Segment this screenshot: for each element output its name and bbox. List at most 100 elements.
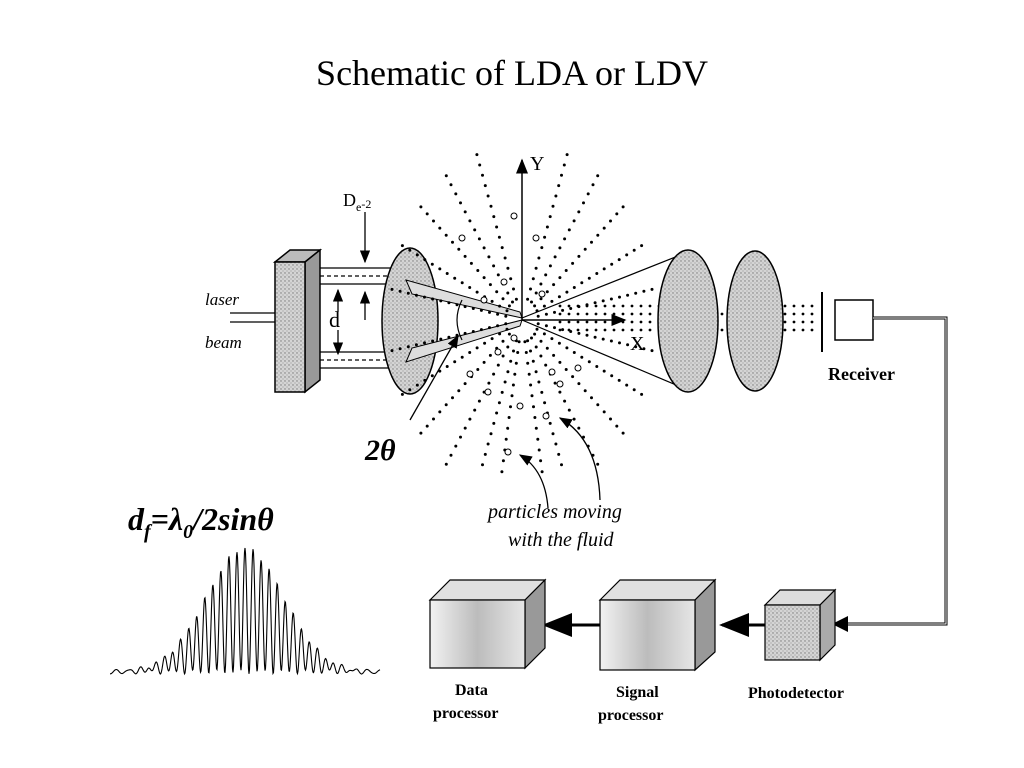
particle-dot	[601, 299, 605, 303]
light-dot	[792, 328, 796, 332]
particle-dot	[621, 205, 625, 209]
particle-dot	[492, 215, 496, 219]
particle-dot	[482, 246, 486, 250]
particle-dot	[500, 470, 504, 474]
particle-dot	[557, 184, 561, 188]
light-dot	[630, 312, 634, 316]
particle-dot	[610, 374, 614, 378]
data-processor-label: Data	[455, 682, 488, 699]
particle-dot	[539, 339, 543, 343]
light-dot	[801, 328, 805, 332]
particle-dot	[492, 372, 496, 376]
data-processor-box	[428, 578, 547, 670]
particle-dot	[609, 417, 612, 421]
particle-dot	[454, 192, 458, 196]
particle-dot	[423, 378, 427, 382]
particle-dot	[423, 295, 426, 299]
light-dot	[810, 304, 814, 308]
photodetector-label: Photodetector	[748, 685, 844, 702]
particle-dot	[602, 410, 606, 414]
particle-dot	[500, 246, 504, 250]
light-dot	[621, 312, 625, 316]
particle-dot	[471, 307, 475, 310]
particle-dot	[408, 388, 412, 392]
particle-dot	[475, 153, 479, 157]
particle-dot	[548, 264, 552, 268]
light-dot	[783, 328, 787, 332]
particle-dot	[468, 286, 472, 289]
particle-dot	[506, 345, 510, 349]
particle-dot	[596, 174, 600, 178]
particle-dot	[459, 201, 462, 205]
particle-dot	[634, 291, 638, 295]
particle-dot	[501, 297, 505, 301]
particle-dot	[438, 369, 442, 373]
page-title: Schematic of LDA or LDV	[316, 53, 708, 93]
particle-dot	[609, 339, 613, 343]
particle-dot	[492, 264, 496, 268]
particle-field	[390, 153, 814, 474]
particle-dot	[483, 341, 487, 345]
light-dot	[585, 304, 589, 308]
particle-dot	[496, 312, 500, 316]
particle-dot	[430, 262, 434, 266]
light-dot	[585, 320, 589, 324]
particle-dot	[560, 463, 563, 467]
light-dot	[783, 304, 787, 308]
particle-dot	[560, 173, 563, 177]
particle-dot	[544, 363, 548, 367]
particle-dot	[495, 411, 499, 415]
particle	[510, 212, 518, 220]
particle-dot	[558, 360, 562, 364]
particle-dot	[530, 300, 533, 304]
particle-dot	[554, 442, 558, 446]
particle-dot	[444, 462, 448, 466]
particle-dot	[527, 372, 531, 376]
light-dot	[801, 320, 805, 324]
signal-processor-label: processor	[598, 707, 663, 724]
particle-dot	[626, 343, 630, 347]
d-label: d	[329, 307, 340, 332]
particle-dot	[567, 408, 571, 412]
particle-dot	[615, 424, 619, 428]
particle-dot	[595, 365, 599, 368]
particle-dot	[539, 282, 543, 286]
particle-dot	[539, 459, 543, 463]
particle-dot	[539, 354, 543, 358]
receiving-lens-2	[726, 250, 784, 392]
particle-dot	[537, 256, 541, 260]
particle-dot	[415, 253, 419, 257]
particle	[480, 296, 488, 304]
particle-dot	[618, 295, 621, 299]
particle-dot	[408, 248, 412, 252]
particle-dot	[577, 382, 581, 386]
particle-dot	[481, 463, 484, 467]
particle-dot	[534, 426, 538, 430]
particle-dot	[552, 353, 556, 357]
particle-dot	[438, 226, 442, 230]
particle-dot	[481, 173, 484, 177]
particle-dot	[610, 262, 614, 266]
particle-dot	[523, 340, 527, 344]
particle-dot	[533, 332, 537, 336]
y-axis-label: Y	[530, 153, 544, 175]
particle-dot	[550, 299, 554, 303]
light-dot	[783, 320, 787, 324]
particle-dot	[487, 381, 491, 385]
particle-dot	[406, 345, 410, 349]
particle-dot	[504, 314, 508, 318]
particle-dot	[473, 408, 477, 412]
particle-dot	[463, 426, 467, 430]
light-dot	[639, 304, 643, 308]
light-dot	[648, 328, 652, 332]
light-dot	[630, 304, 634, 308]
particle-dot	[642, 289, 646, 293]
light-dot	[594, 328, 598, 332]
particle-dot	[561, 328, 565, 332]
particle-dot	[447, 301, 451, 305]
particle-dot	[468, 417, 472, 421]
particle-dot	[517, 340, 521, 344]
particle-dot	[565, 346, 569, 350]
light-dot	[603, 320, 607, 324]
particles-label: particles moving	[486, 501, 622, 523]
